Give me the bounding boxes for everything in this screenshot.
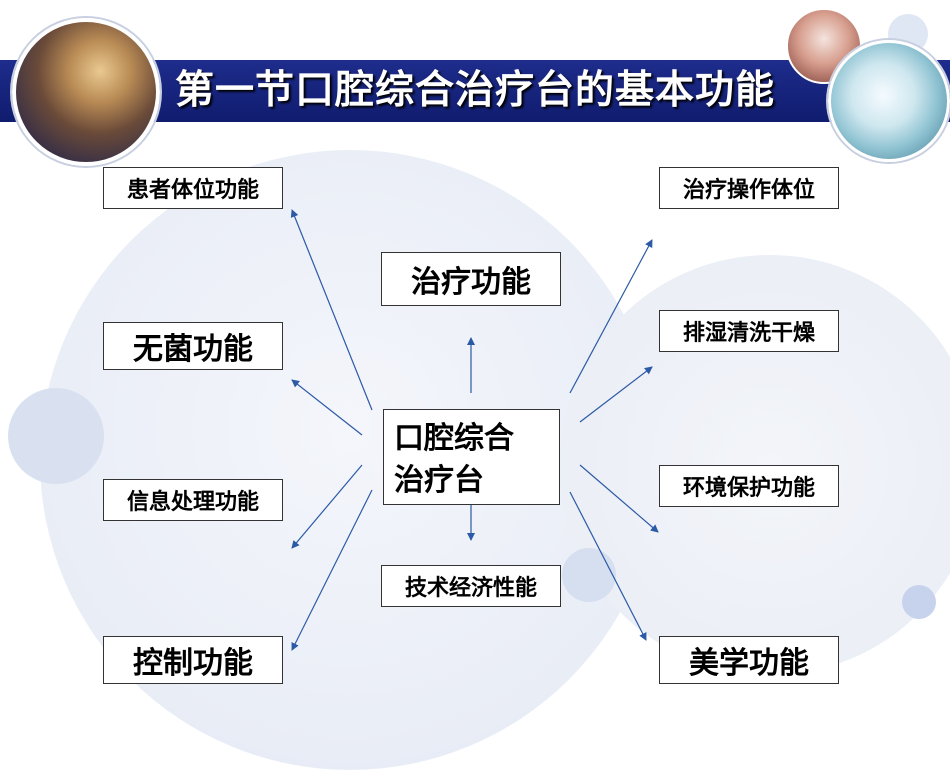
decorative-dot-middle — [562, 548, 616, 602]
test-tubes-photo — [12, 18, 160, 166]
arrow-to-control — [291, 489, 373, 651]
decorative-dot-left — [8, 388, 104, 484]
center-node-line1: 口腔综合 — [394, 421, 514, 456]
center-node-line2: 治疗台 — [394, 463, 484, 498]
node-treatment: 治疗功能 — [381, 252, 561, 306]
node-treatment-position: 治疗操作体位 — [659, 167, 839, 209]
arrow-to-aesthetic — [569, 491, 647, 641]
node-info-processing: 信息处理功能 — [103, 479, 283, 521]
node-tech-economic: 技术经济性能 — [381, 565, 561, 607]
node-environment: 环境保护功能 — [659, 465, 839, 507]
slide-title: 第一节口腔综合治疗台的基本功能 — [174, 68, 775, 113]
node-sterile: 无菌功能 — [103, 322, 283, 370]
node-drain-clean-dry: 排湿清洗干燥 — [659, 310, 839, 352]
pipette-photo — [828, 40, 950, 162]
connector-arrows — [290, 209, 659, 651]
arrow-to-patient-position — [290, 209, 373, 411]
arrow-to-environment — [579, 464, 659, 533]
center-node: 口腔综合 治疗台 — [383, 409, 560, 505]
arrow-to-drain-clean-dry — [579, 366, 653, 423]
arrow-to-treatment-position — [569, 239, 653, 394]
node-aesthetic: 美学功能 — [659, 636, 839, 684]
node-patient-position: 患者体位功能 — [103, 167, 283, 209]
decorative-dot-right — [902, 585, 936, 619]
arrow-to-info-processing — [291, 464, 363, 549]
arrow-to-sterile — [291, 379, 363, 436]
node-control: 控制功能 — [103, 636, 283, 684]
